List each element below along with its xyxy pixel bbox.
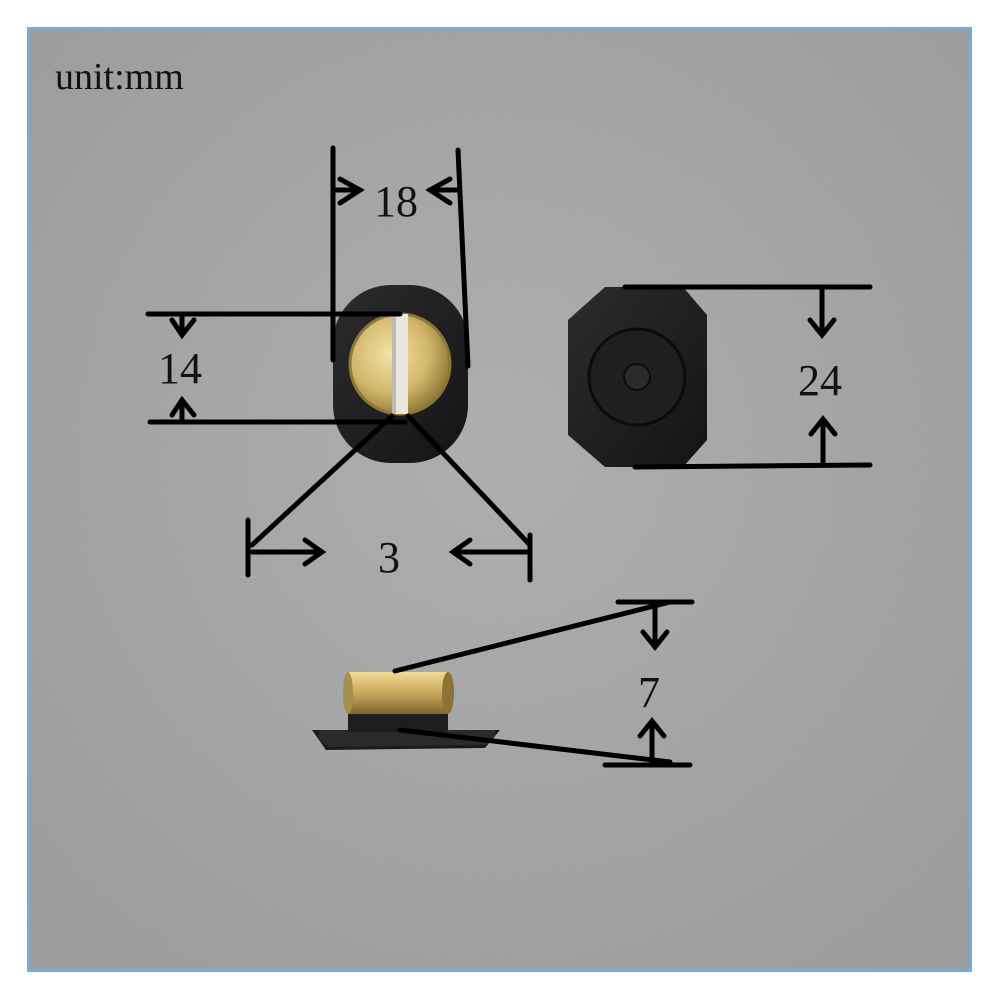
dimension-lines	[145, 145, 873, 768]
dimension-height-label: 14	[158, 344, 202, 393]
dimension-thickness-label: 7	[638, 668, 660, 717]
felt-background	[30, 30, 969, 969]
parts-illustration	[145, 145, 873, 768]
dimension-base-label: 24	[798, 356, 842, 405]
photo-frame: unit:mm 18 14 3 24 7	[27, 27, 972, 972]
dimension-width-label: 18	[374, 177, 418, 226]
unit-label: unit:mm	[55, 56, 184, 98]
dimension-slot-label: 3	[378, 533, 400, 582]
part-back-view	[568, 287, 707, 467]
